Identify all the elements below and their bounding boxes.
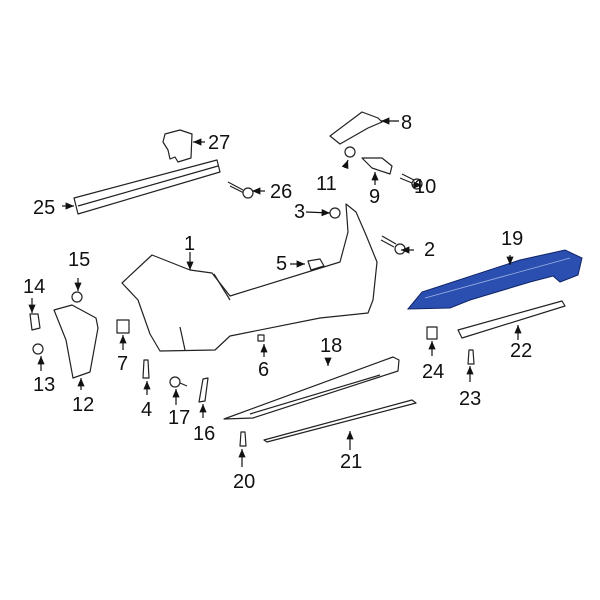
callout-12: 12 — [72, 394, 95, 416]
part-20-clip[interactable] — [239, 431, 247, 447]
part-21-molding[interactable] — [263, 399, 417, 443]
callout-8: 8 — [401, 112, 413, 134]
callout-3: 3 — [294, 201, 306, 223]
callout-22: 22 — [510, 340, 533, 362]
callout-26: 26 — [270, 181, 293, 203]
callout-4: 4 — [141, 399, 153, 421]
callout-10: 10 — [414, 176, 437, 198]
part-15-nut[interactable] — [71, 291, 83, 303]
part-13-clip[interactable] — [32, 343, 44, 355]
callout-23: 23 — [459, 388, 482, 410]
part-5-pad[interactable] — [307, 258, 325, 271]
callout-17: 17 — [168, 407, 191, 429]
part-17-bolt[interactable] — [169, 376, 188, 388]
callout-5: 5 — [276, 253, 288, 275]
callout-18: 18 — [320, 335, 343, 357]
callout-16: 16 — [193, 423, 216, 445]
part-6-pad[interactable] — [257, 334, 265, 342]
part-3-clip[interactable] — [329, 207, 341, 219]
callout-27: 27 — [208, 132, 231, 154]
part-24-clip[interactable] — [426, 326, 438, 340]
callout-15: 15 — [68, 249, 91, 271]
callout-11: 11 — [316, 173, 337, 195]
part-14-clip[interactable] — [29, 313, 41, 331]
callout-21: 21 — [340, 451, 363, 473]
part-19-diffuser-highlighted[interactable] — [406, 249, 583, 310]
callout-19: 19 — [501, 228, 524, 250]
part-23-clip[interactable] — [467, 349, 475, 365]
callout-2: 2 — [424, 239, 436, 261]
callout-25: 25 — [33, 197, 56, 219]
callout-6: 6 — [258, 359, 270, 381]
part-4-clip[interactable] — [142, 359, 150, 379]
part-27-bracket[interactable] — [162, 129, 193, 163]
part-11-clip[interactable] — [344, 146, 356, 158]
part-7-nut[interactable] — [116, 319, 130, 334]
callout-20: 20 — [233, 471, 256, 493]
part-25-reinforcement[interactable] — [73, 159, 221, 215]
part-2-bolt[interactable] — [380, 235, 406, 255]
callout-1: 1 — [184, 233, 196, 255]
callout-7: 7 — [117, 353, 129, 375]
part-18-lower-cover[interactable] — [223, 356, 400, 420]
part-12-bracket[interactable] — [53, 304, 99, 379]
part-9-bracket[interactable] — [361, 157, 393, 175]
callout-24: 24 — [422, 361, 445, 383]
part-1-bumper-cover[interactable] — [121, 203, 378, 352]
callout-9: 9 — [369, 186, 381, 208]
part-22-bracket[interactable] — [457, 300, 566, 339]
callout-13: 13 — [33, 374, 56, 396]
part-16-strip[interactable] — [198, 377, 209, 403]
callout-14: 14 — [23, 276, 46, 298]
part-26-bolt[interactable] — [227, 181, 254, 199]
part-8-bracket[interactable] — [329, 111, 383, 145]
